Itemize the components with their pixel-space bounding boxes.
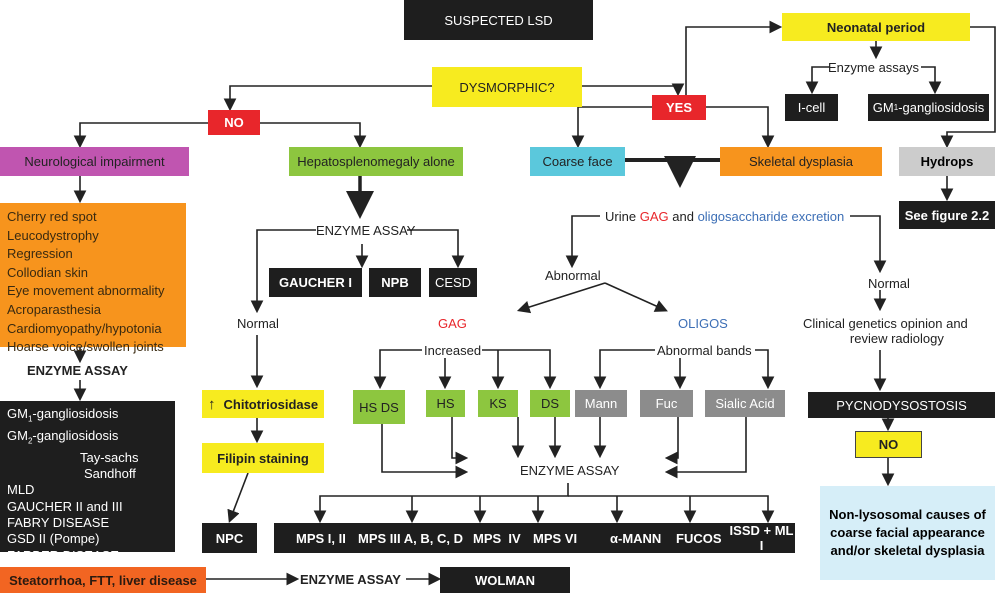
symptom: Acroparasthesia	[7, 301, 101, 317]
result-mps-i-ii: MPS I, II	[296, 530, 346, 546]
urine-text: Urine	[605, 209, 637, 224]
coarse-enzyme-assay-label: ENZYME ASSAY	[520, 463, 620, 478]
npb-box: NPB	[369, 268, 421, 297]
no-box: NO	[208, 110, 260, 135]
symptom: Cardiomyopathy/hypotonia	[7, 320, 162, 336]
enzyme-assays-label: Enzyme assays	[828, 60, 920, 75]
symptom: Cherry red spot	[7, 209, 97, 224]
result-fucos: FUCOS	[676, 530, 722, 546]
gm1-subscript: 1	[893, 103, 899, 112]
steatorrhoa-box: Steatorrhoa, FTT, liver disease	[0, 567, 206, 593]
hepato-enzyme-assay-label: ENZYME ASSAY	[316, 223, 416, 238]
disease: Tay-sachs	[80, 449, 139, 465]
gag-label: GAG	[438, 316, 467, 331]
suspected-lsd-box: SUSPECTED LSD	[404, 0, 593, 40]
symptom: Eye movement abnormality	[7, 283, 165, 299]
result-mps-iii: MPS III A, B, C, D	[358, 530, 463, 546]
right-normal-label: Normal	[868, 276, 910, 291]
right-no-box: NO	[855, 431, 922, 458]
cesd-box: CESD	[429, 268, 477, 297]
results-bar: MPS I, II MPS III A, B, C, D MPS IV MPS …	[274, 523, 795, 553]
ks-box: KS	[478, 390, 518, 417]
chitotriosidase-box: ↑ Chitotriosidase	[202, 390, 324, 418]
result-mps-iv: MPS IV	[473, 530, 521, 546]
wolman-enzyme-assay-label: ENZYME ASSAY	[300, 572, 401, 587]
ds-box: DS	[530, 390, 570, 417]
gaucher-i-box: GAUCHER I	[269, 268, 362, 297]
sialic-acid-box: Sialic Acid	[705, 390, 785, 417]
clinical-line-2: review radiology	[849, 331, 944, 346]
wolman-box: WOLMAN	[440, 567, 570, 593]
oligos-label: OLIGOS	[678, 316, 728, 331]
pycnodysostosis-box: PYCNODYSOSTOSIS	[808, 392, 995, 418]
hs-ds-box: HS DS	[353, 390, 405, 424]
urine-gag-text: GAG	[639, 209, 669, 224]
non-lysosomal-box: Non-lysosomal causes of coarse facial ap…	[820, 486, 995, 580]
increased-label: Increased	[424, 343, 482, 358]
symptom: Hoarse voice/swollen joints	[7, 339, 164, 355]
disease: Sandhoff	[84, 466, 136, 482]
neurological-impairment-box: Neurological impairment	[0, 147, 189, 176]
hepato-normal-label: Normal	[237, 316, 279, 331]
disease: FABRY DISEASE	[7, 514, 110, 530]
hydrops-box: Hydrops	[899, 147, 995, 176]
filipin-staining-box: Filipin staining	[202, 443, 324, 473]
gm1-rest: -gangliosidosis	[898, 100, 985, 115]
urine-excretion-label: Urine GAG and oligosaccharide excretion	[605, 209, 844, 224]
mann-box: Mann	[575, 390, 627, 417]
disease: FARBER DISEASE	[7, 547, 119, 563]
up-arrow-icon: ↑	[208, 395, 216, 413]
i-cell-box: I-cell	[785, 94, 838, 121]
yes-box: YES	[652, 95, 706, 120]
skeletal-dysplasia-box: Skeletal dysplasia	[720, 147, 882, 176]
symptom: Collodian skin	[7, 264, 88, 280]
abnormal-label: Abnormal	[545, 268, 601, 283]
clinical-line-1: Clinical genetics opinion and	[803, 316, 968, 331]
disease: GAUCHER II and III	[7, 498, 123, 514]
disease: MLD	[7, 482, 35, 498]
result-mps-vi: MPS VI	[533, 530, 578, 546]
hs-box: HS	[426, 390, 465, 417]
and-text: and	[672, 209, 694, 224]
result-alpha-mann: α-MANN	[610, 530, 662, 546]
disease: GM2-gangliosidosis	[7, 427, 119, 446]
hepatosplenomegaly-box: Hepatosplenomegaly alone	[289, 147, 463, 176]
left-enzyme-assay-label: ENZYME ASSAY	[27, 363, 128, 378]
result-issd-ml: ISSD + ML I	[729, 523, 794, 553]
symptom: Leucodystrophy	[7, 227, 99, 243]
dysmorphic-box: DYSMORPHIC?	[432, 67, 582, 107]
see-figure-box: See figure 2.2	[899, 201, 995, 229]
disease: GM1-gangliosidosis	[7, 406, 119, 424]
symptom: Regression	[7, 246, 73, 262]
abnormal-bands-label: Abnormal bands	[657, 343, 752, 358]
gm1-text: GM	[872, 100, 894, 115]
neonatal-period-box: Neonatal period	[782, 13, 970, 41]
chitotriosidase-text: Chitotriosidase	[223, 396, 319, 412]
oligo-text: oligosaccharide excretion	[697, 209, 845, 224]
coarse-face-box: Coarse face	[530, 147, 625, 176]
fuc-box: Fuc	[640, 390, 693, 417]
disease: GSD II (Pompe)	[7, 531, 100, 547]
npc-box: NPC	[202, 523, 257, 553]
